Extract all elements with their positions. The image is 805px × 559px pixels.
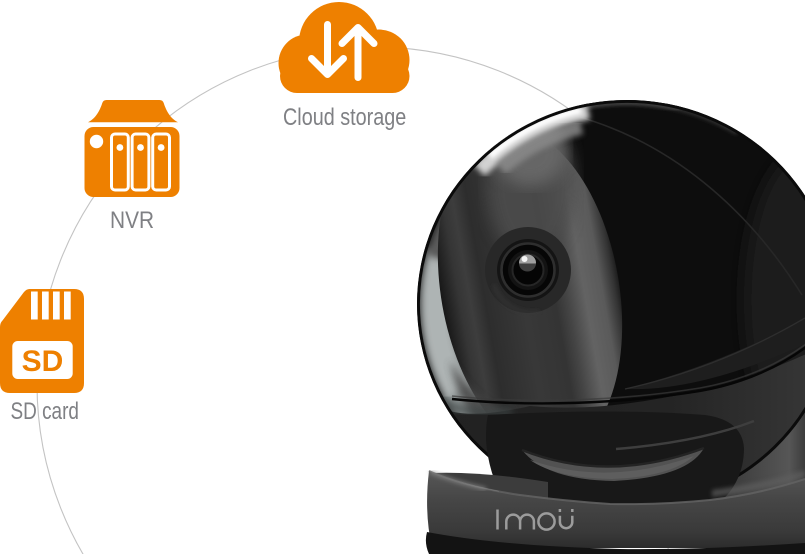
svg-text:SD: SD <box>22 345 64 378</box>
svg-text:SD card: SD card <box>11 397 79 425</box>
svg-text:Cloud storage: Cloud storage <box>283 103 406 130</box>
svg-text:NVR: NVR <box>110 207 154 234</box>
